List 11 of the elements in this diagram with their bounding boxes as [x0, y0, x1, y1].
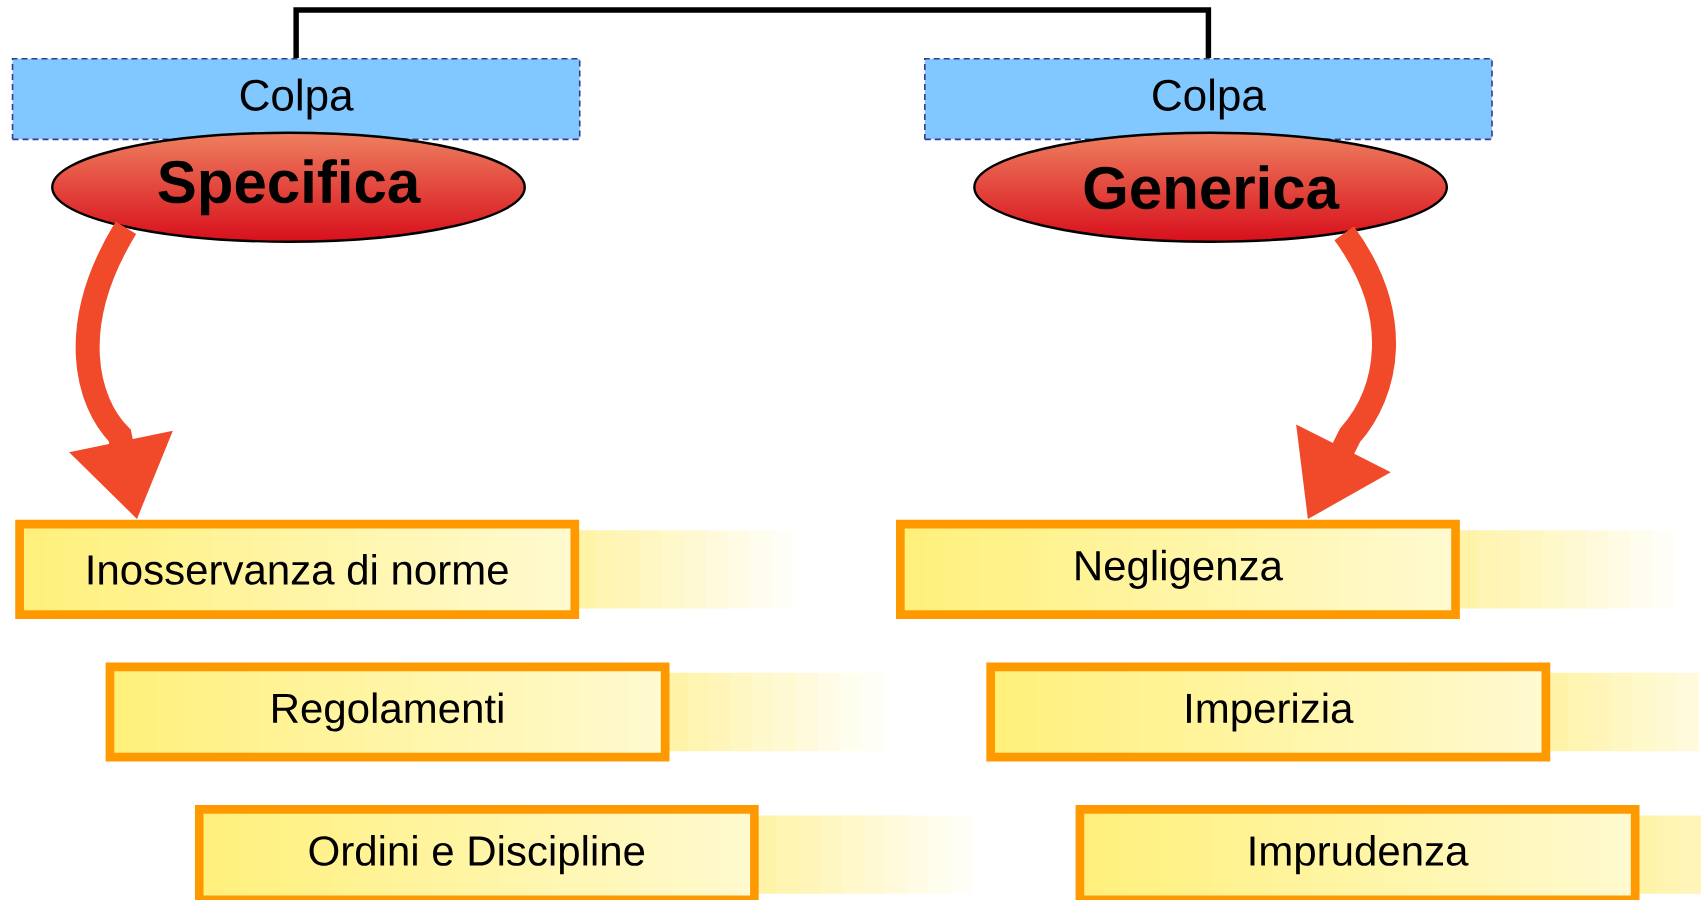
term-box: Ordini e Discipline [194, 804, 973, 900]
ellipse-node: Generica [973, 131, 1449, 243]
term-box: Regolamenti [105, 662, 884, 762]
header-box: Colpa [11, 57, 581, 140]
bracket-line [293, 7, 1212, 58]
term-box: Negligenza [896, 519, 1674, 619]
header-box: Colpa [924, 57, 1493, 140]
term-box: Inosservanza di norme [15, 519, 794, 619]
term-box: Imperizia [986, 662, 1699, 762]
term-box: Imprudenza [1075, 804, 1702, 900]
ellipse-node: Specifica [51, 131, 526, 243]
